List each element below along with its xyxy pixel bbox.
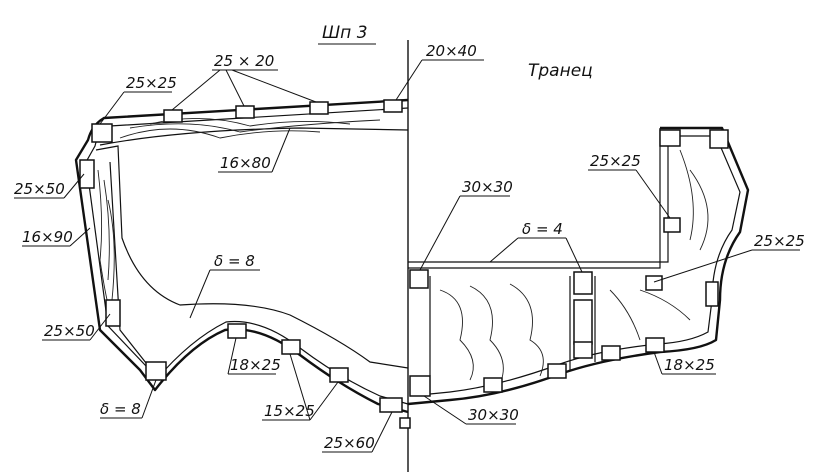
block [645,337,665,353]
side-panel-inner [109,161,151,369]
label-25x50-lower: 25×50 [44,322,95,340]
block [601,345,621,361]
leader [565,237,583,273]
label-18x25-right: 18×25 [664,356,715,374]
stringer [163,109,183,123]
block [483,377,503,393]
label-delta4: δ = 4 [522,220,563,238]
stringer [281,339,301,355]
label-16x80: 16×80 [220,154,271,172]
label-delta8-bottom: δ = 8 [100,400,141,418]
stringer-side-low [105,299,121,327]
stringer-keel [145,361,167,381]
label-30x30-upper: 30×30 [462,178,513,196]
leader [231,69,317,103]
stringer [383,99,403,113]
grain-transom-1 [439,289,474,381]
grain-transom-3 [509,283,544,377]
stringer [309,101,329,115]
block [659,129,681,147]
label-18x25-left: 18×25 [230,356,281,374]
stringer [329,367,349,383]
leader [289,353,311,421]
blocks-transom [409,129,729,397]
grain-side-2 [103,179,110,281]
block [709,129,729,149]
stringer [227,323,247,339]
label-25x20: 25 × 20 [214,52,274,70]
leader [419,195,461,271]
transom-step-inner [408,136,669,263]
section-title: Шп 3 [322,23,368,43]
stringers-left [79,99,411,429]
label-25x25-right-upper: 25×25 [590,152,641,170]
leader [653,351,663,375]
leader [89,313,111,341]
leader [635,169,671,219]
block [573,271,593,295]
block [409,269,429,289]
side-panel [95,145,409,369]
grain-transom-4 [609,289,641,341]
block [573,341,593,359]
leader [225,69,245,107]
grain-top-3 [119,128,321,139]
block [409,375,431,397]
grain-top-2 [129,119,381,133]
stringer-chine [79,159,95,189]
leader [371,411,393,453]
block [645,275,663,291]
label-25x50-upper: 25×50 [14,180,65,198]
leader [489,237,519,263]
block [663,217,681,233]
leader [423,395,467,425]
label-delta8-mid: δ = 8 [214,252,255,270]
leader [309,381,339,421]
block [705,281,719,307]
label-25x25-top: 25×25 [126,74,177,92]
frame-section-left [74,98,411,429]
leader [189,269,211,319]
leader-lines [14,43,800,453]
transom-section-right [407,126,750,406]
label-25x60: 25×60 [324,434,375,452]
label-25x25-right: 25×25 [754,232,805,250]
leader [653,249,753,283]
grain-transom-2 [469,285,504,385]
grain-transom-5 [679,149,694,241]
label-16x90: 16×90 [22,228,73,246]
block [573,299,593,345]
grain-transom-6 [689,169,709,251]
block [547,363,567,379]
stringer [235,105,255,119]
leader [271,127,291,173]
leader [227,337,237,375]
hull-skin-left [74,98,409,414]
labels: Шп 3 Транец 25 × 20 20×40 25×25 16×80 25… [14,23,805,452]
grain-side-1 [97,169,113,321]
label-15x25: 15×25 [264,402,315,420]
transom-step [408,128,661,269]
stringer-keel-centre [379,397,403,413]
deck-underside [99,127,409,146]
leader [69,227,91,247]
grain-side-3 [107,199,115,301]
leader [141,379,157,419]
keel-block [399,417,411,429]
leader [395,59,423,101]
leader [99,91,125,125]
label-30x30-lower: 30×30 [468,406,519,424]
label-20x40: 20×40 [426,42,477,60]
stringer-chine-top [91,123,113,143]
grain-transom-7 [639,289,691,321]
transom-title: Транец [528,61,593,81]
leader [171,69,221,111]
leader [63,173,85,199]
